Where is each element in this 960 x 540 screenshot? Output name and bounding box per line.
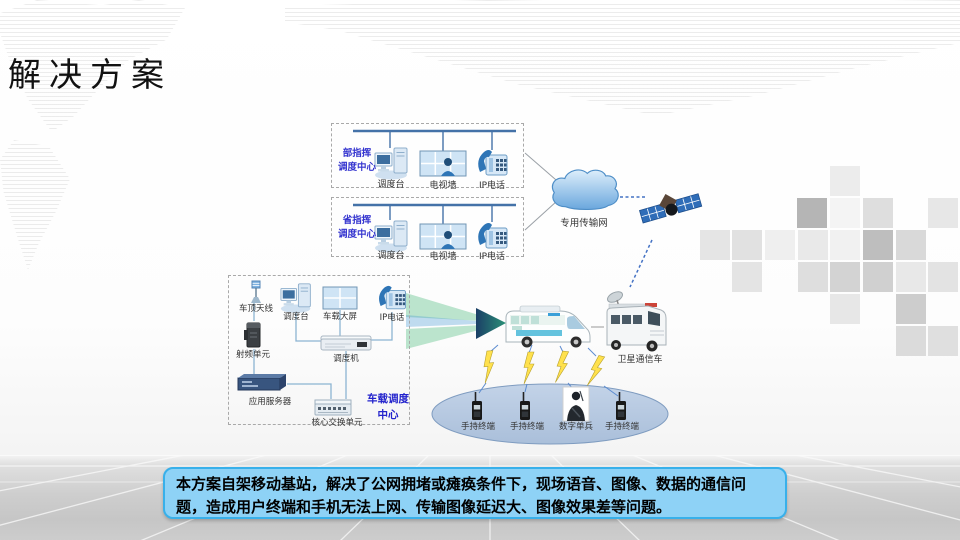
deco-square	[798, 262, 828, 292]
item-label: 电视墙	[429, 181, 457, 191]
deco-square	[797, 198, 827, 228]
ministry-bus	[353, 129, 516, 153]
deco-square	[896, 262, 926, 292]
deco-square	[830, 262, 860, 292]
item-label: 射频单元	[235, 350, 271, 360]
deco-square	[863, 262, 893, 292]
ministry-box-label: 部指挥 调度中心	[337, 148, 376, 174]
deco-square	[732, 262, 762, 292]
item-label: IP电话	[478, 252, 506, 262]
coverage-ellipse	[431, 383, 669, 445]
cloud-label: 专用传输网	[560, 218, 608, 229]
deco-square	[765, 230, 795, 260]
deco-square	[863, 230, 893, 260]
item-label: 应用服务器	[248, 397, 292, 407]
terminal-label: 手持终端	[604, 422, 640, 432]
deco-square	[928, 198, 958, 228]
satellite-links	[620, 196, 653, 288]
item-label: 车顶天线	[238, 304, 274, 314]
item-label: IP电话	[478, 181, 506, 191]
deco-square	[928, 262, 958, 292]
lightning-bolts	[483, 350, 606, 386]
deco-square	[830, 198, 860, 228]
flow-arrow	[406, 293, 506, 349]
province-dispatch-box	[331, 197, 524, 257]
item-label: 调度台	[377, 180, 405, 190]
province-bus	[353, 203, 516, 225]
terminal-label: 手持终端	[460, 422, 496, 432]
terminal-label: 手持终端	[509, 422, 545, 432]
satellite-vehicle-label: 卫星通信车	[617, 355, 663, 365]
item-label: 调度机	[333, 354, 359, 364]
deco-square	[798, 230, 828, 260]
deco-square	[896, 326, 926, 356]
vehicle-box-wiring	[253, 303, 393, 399]
item-label: 核心交换单元	[311, 418, 363, 428]
item-label: IP电话	[379, 313, 405, 323]
satellite-icon	[639, 193, 703, 224]
deco-square	[830, 294, 860, 324]
province-box-label: 省指挥 调度中心	[337, 215, 376, 241]
item-label: 调度台	[283, 312, 309, 322]
item-label: 车载大屏	[322, 312, 358, 322]
summary-note: 本方案自架移动基站，解决了公网拥堵或瘫痪条件下，现场语音、图像、数据的通信问题，…	[163, 467, 787, 519]
ministry-dispatch-box	[331, 123, 524, 188]
transmission-cloud	[551, 169, 619, 210]
page-title: 解决方案	[8, 55, 172, 94]
vehicle-box-label: 车载调度 中心	[367, 393, 409, 421]
terminal-label: 数字单兵	[558, 422, 594, 432]
deco-square	[863, 198, 893, 228]
deco-square	[928, 326, 958, 356]
satellite-vehicle	[606, 291, 667, 352]
deco-square	[830, 230, 860, 260]
item-label: 电视墙	[429, 252, 457, 262]
digital-soldier-icon	[562, 386, 590, 422]
deco-square	[700, 230, 730, 260]
deco-square	[732, 230, 762, 260]
emergency-van	[505, 305, 591, 348]
vehicle-dispatch-box	[228, 275, 410, 425]
deco-square	[896, 230, 926, 260]
item-label: 调度台	[377, 251, 405, 261]
deco-square	[896, 294, 926, 324]
deco-square	[830, 166, 860, 196]
